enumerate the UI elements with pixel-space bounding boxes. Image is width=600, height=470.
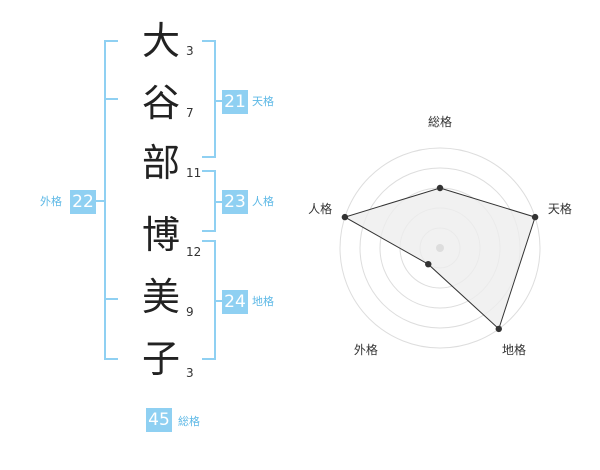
radar-axis-label-4: 外格 xyxy=(354,342,378,357)
chikaku-label: 地格 xyxy=(252,295,274,308)
radar-point-1 xyxy=(436,184,444,192)
gaikaku-label: 外格 xyxy=(40,195,62,208)
gaikaku-bracket-tick xyxy=(104,98,118,100)
chikaku-value: 24 xyxy=(222,290,248,314)
jinkaku-bracket-connector xyxy=(216,201,222,203)
chikaku-bracket xyxy=(202,240,216,360)
radar-axis-label-3: 地格 xyxy=(502,342,526,357)
name-char-4: 博 xyxy=(141,213,180,257)
radar-grid-ring xyxy=(339,147,541,349)
tenkaku-bracket xyxy=(202,40,216,158)
stroke-count-3: 11 xyxy=(186,166,202,180)
stroke-count-5: 9 xyxy=(186,305,194,319)
soukaku-value: 45 xyxy=(146,408,172,432)
jinkaku-bracket xyxy=(202,170,216,232)
gaikaku-bracket xyxy=(104,40,118,360)
radar-axis-label-5: 人格 xyxy=(308,201,332,216)
jinkaku-label: 人格 xyxy=(252,195,274,208)
radar-polygon xyxy=(343,187,536,330)
radar-point-4 xyxy=(425,260,432,268)
stroke-count-2: 7 xyxy=(186,106,194,120)
radar-axis-label-2: 天格 xyxy=(548,201,572,216)
radar-axis-label-1: 総格 xyxy=(428,114,452,129)
name-char-3: 部 xyxy=(141,141,180,185)
soukaku-label: 総格 xyxy=(178,415,200,428)
stroke-count-4: 12 xyxy=(186,245,202,259)
tenkaku-bracket-connector xyxy=(216,100,222,102)
tenkaku-value: 21 xyxy=(222,90,248,114)
gaikaku-value: 22 xyxy=(70,190,96,214)
name-char-6: 子 xyxy=(141,337,180,381)
chikaku-bracket-connector xyxy=(216,300,222,302)
tenkaku-label: 天格 xyxy=(252,95,274,108)
gaikaku-bracket-connector xyxy=(96,200,104,202)
jinkaku-value: 23 xyxy=(222,190,248,214)
radar-center-dot xyxy=(436,244,444,252)
gaikaku-bracket-tick xyxy=(104,298,118,300)
name-char-5: 美 xyxy=(141,275,180,319)
radar-point-2 xyxy=(531,213,539,221)
radar-point-5 xyxy=(341,213,349,221)
name-char-1: 大 xyxy=(141,19,180,63)
stroke-count-1: 3 xyxy=(186,44,194,58)
name-char-2: 谷 xyxy=(141,81,180,125)
stroke-count-6: 3 xyxy=(186,366,194,380)
radar-point-3 xyxy=(495,325,502,333)
